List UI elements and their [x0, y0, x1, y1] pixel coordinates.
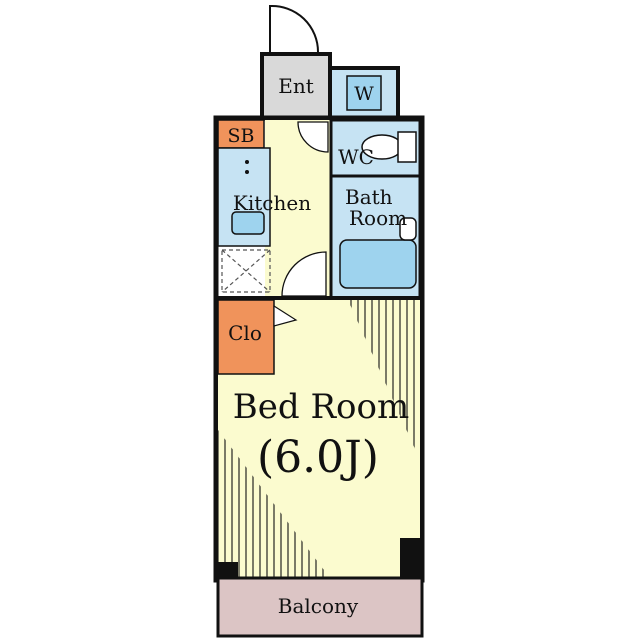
- bathtub-icon: [339, 239, 417, 289]
- balcony-area: [216, 576, 424, 638]
- stove-burner-icon: [245, 160, 249, 164]
- bedroom-size: (6.0J): [257, 432, 379, 483]
- bath-room-label-line1: Bath: [345, 185, 393, 209]
- closet-area: [217, 299, 275, 375]
- stove-burner-icon: [245, 170, 249, 174]
- closet-door: [273, 304, 298, 327]
- bedroom-hatch: [348, 300, 420, 460]
- shoe-box-label: SB: [228, 125, 255, 147]
- toilet-tank-icon: [397, 131, 417, 163]
- washbasin-icon: [399, 217, 417, 241]
- structural-column: [218, 562, 238, 578]
- kitchen-label: Kitchen: [233, 191, 311, 215]
- bedroom-name: Bed Room: [233, 387, 409, 427]
- bath-room-label-line2: Room: [349, 206, 407, 230]
- toilet-door: [297, 121, 329, 153]
- washer-label: W: [354, 83, 374, 105]
- washer-icon: [346, 75, 382, 111]
- refrigerator-space: [221, 249, 271, 293]
- hall-door: [281, 251, 327, 297]
- entrance-door: [269, 4, 320, 53]
- closet-label: Clo: [228, 321, 262, 345]
- bedroom-hatch: [218, 430, 330, 578]
- sink-icon: [231, 211, 265, 235]
- entrance-label: Ent: [278, 74, 314, 98]
- refrigerator-space-mark: [221, 249, 271, 293]
- structural-column: [400, 538, 422, 580]
- toilet-label: WC: [338, 145, 374, 169]
- balcony-label: Balcony: [278, 594, 359, 618]
